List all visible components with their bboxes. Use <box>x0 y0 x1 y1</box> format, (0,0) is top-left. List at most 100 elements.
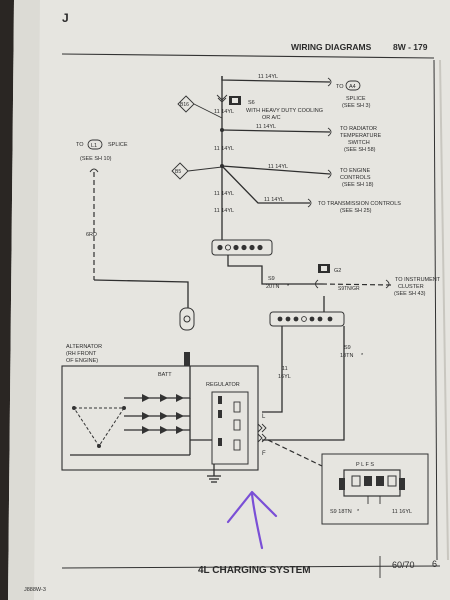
b5-label: B5 <box>175 169 181 175</box>
wire-label-s6: 11 14YL <box>214 109 234 115</box>
conn-left-label: S9 18TN <box>330 509 352 515</box>
wire-label-trans: 11 14YL <box>264 197 284 203</box>
splice-bar2-pin-7 <box>327 316 333 322</box>
b5-diamond <box>171 162 189 180</box>
alt-title-1: ALTERNATOR <box>66 344 102 350</box>
diode-3 <box>176 394 184 402</box>
connector-latch-left <box>339 478 345 490</box>
splice-bar-pin-2 <box>224 244 232 251</box>
a4-pill <box>345 80 361 91</box>
arrow-l1 <box>89 168 99 173</box>
wire-to-a4 <box>221 76 331 83</box>
wire-label-cluster: S9TN/GR <box>338 286 360 292</box>
splice-bar-pin-1 <box>217 244 223 251</box>
arrow-cluster <box>385 279 390 289</box>
wire-to-transmission <box>221 165 310 204</box>
star-2: * <box>361 353 364 359</box>
wire-label-eng: 11 14YL <box>268 164 288 170</box>
wire-label-a4: 11 14YL <box>258 74 278 80</box>
l1-to: TO <box>76 142 84 148</box>
splice-bar2-pin-5 <box>309 316 315 322</box>
page-title: WIRING DIAGRAMS <box>291 42 372 52</box>
splice-bar-2 <box>269 311 345 327</box>
arrow-a4 <box>327 77 332 87</box>
star-3: * <box>357 509 360 515</box>
batt-eyelet <box>179 307 195 331</box>
rad-2: TEMPERATURE <box>340 133 381 139</box>
paper-shadow <box>8 0 40 600</box>
rad-1: TO RADIATOR <box>340 126 377 132</box>
reg-comp-3 <box>233 439 241 451</box>
eng-3: (SEE SH 18) <box>342 182 374 188</box>
frame-right <box>433 59 438 561</box>
a4-desc-2: (SEE SH 3) <box>342 103 371 109</box>
wire-to-cluster <box>321 283 393 286</box>
footer-title: 4L CHARGING SYSTEM <box>198 565 311 576</box>
trans-2: (SEE SH 25) <box>340 208 372 214</box>
annotation-arrow-head <box>226 490 278 524</box>
wire-s9-a: S9 <box>268 276 275 282</box>
alternator-box <box>61 365 259 471</box>
splice-bar2-pin-1 <box>277 316 283 322</box>
wire-s9-b: 20TN <box>266 284 279 290</box>
diode-1 <box>142 394 150 402</box>
splice-arrow-s6 <box>216 94 228 103</box>
footer-rule <box>61 565 441 569</box>
connector-cavity-s <box>387 475 397 487</box>
dashed-lead-connector <box>267 439 323 467</box>
diode-9 <box>176 426 184 434</box>
reg-pin-3 <box>218 438 222 446</box>
cluster-2: CLUSTER <box>398 284 424 290</box>
page-edge <box>439 59 449 561</box>
header-rule <box>61 53 435 59</box>
connector-cavity-f <box>376 476 384 486</box>
reg-pin-1 <box>218 396 222 404</box>
regulator-box <box>211 391 249 465</box>
rad-3: SWITCH <box>348 140 370 146</box>
stator-node-3 <box>97 444 101 448</box>
a4-pill-label: A4 <box>349 84 356 90</box>
connector-cavity-p <box>351 475 361 487</box>
stator-node-2 <box>122 406 126 410</box>
batt-eyelet-hole <box>183 315 191 323</box>
cluster-1: TO INSTRUMENT <box>395 277 441 283</box>
wire-to-engine <box>221 165 331 175</box>
splice-dot-rad <box>220 128 224 132</box>
batt-stud <box>184 352 190 366</box>
page-ref: 8W - 179 <box>393 42 428 52</box>
l1-pill <box>87 139 103 150</box>
regulator-label: REGULATOR <box>206 382 240 388</box>
term-f: F <box>262 451 266 457</box>
diode-2 <box>160 394 168 402</box>
reg-comp-2 <box>233 419 241 431</box>
splice-bar-pin-3 <box>233 244 239 251</box>
corner-mark: J <box>62 11 69 25</box>
stator-node-1 <box>72 406 76 410</box>
stator-winding <box>73 407 125 447</box>
print-code: J888W-3 <box>24 587 46 593</box>
arrow-rad <box>327 127 332 137</box>
connector-pins: P L F S <box>356 462 374 468</box>
wire-s9-c: S9 <box>344 345 351 351</box>
batt-label: BATT <box>158 372 172 378</box>
term-l: L <box>262 414 266 420</box>
wire-s9-20tn <box>227 255 322 285</box>
arrow-eng <box>327 169 332 179</box>
diode-8 <box>160 426 168 434</box>
b16-label: B16 <box>180 102 189 108</box>
wire-label-trunk: 11 14YL <box>214 208 234 214</box>
wire-label-b5-lower: 11 14YL <box>214 191 234 197</box>
diode-5 <box>160 412 168 420</box>
reg-pin-2 <box>218 410 222 418</box>
paper-sheet <box>8 0 450 600</box>
wire-label-rad: 11 14YL <box>256 124 276 130</box>
b16-leader <box>193 103 223 119</box>
connector-latch-right <box>399 478 405 490</box>
arrow-trans <box>307 198 312 208</box>
wire-label-b5-upper: 11 14YL <box>214 146 234 152</box>
wire-alt-l-2: 16YL <box>278 374 291 380</box>
connector-cavity-l <box>364 476 372 486</box>
g2-box-inner <box>321 266 327 271</box>
diode-4 <box>142 412 150 420</box>
